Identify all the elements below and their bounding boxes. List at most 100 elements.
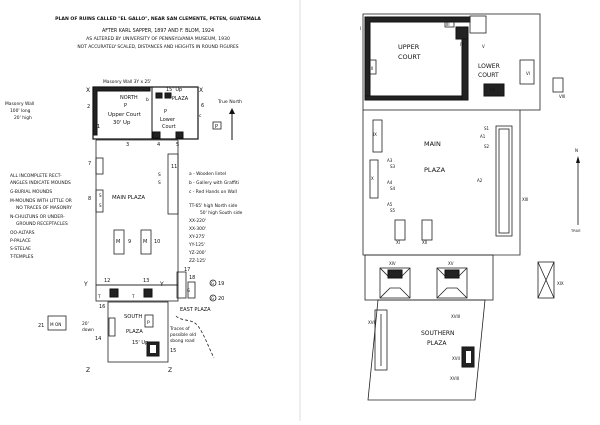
height-line: XY-275' [189, 234, 205, 240]
burial-mound-20 [209, 294, 217, 302]
burial-mark: G [187, 288, 190, 293]
legend-line: M-MOUNDS WITH LITTLE OR [10, 198, 72, 204]
structure-v [469, 15, 487, 34]
label-xix: XIX [557, 281, 564, 286]
label-ii: II [371, 66, 373, 71]
burial-mound-19 [209, 279, 217, 287]
north-complex-outline [362, 13, 541, 111]
mound-10 [140, 229, 152, 255]
label-14: 14 [95, 336, 101, 342]
label-5: 5 [176, 142, 179, 148]
burial-mark: G [211, 296, 214, 301]
label-13: 13 [143, 278, 149, 284]
legend-line: ALL INCOMPLETE RECT- [10, 173, 62, 179]
north-plaza-label: NORTH [120, 95, 138, 101]
label-xviii-2: XVIII [450, 376, 459, 381]
legend-line: ANGLES INDICATE MOUNDS [10, 180, 71, 186]
stela-mark: S [158, 172, 161, 178]
note-line: b - Gallery with Graffiti [189, 180, 239, 186]
label-vii: VII [490, 87, 495, 92]
label-7: 7 [88, 161, 91, 167]
left-title-2: AFTER KARL SAPPER, 1897 AND F. BLOM, 192… [102, 28, 214, 34]
label-10: 10 [154, 239, 160, 245]
note-line: c - Red Hands on Wall [189, 189, 237, 195]
left-title-1: PLAN OF RUINS CALLED "EL GALLO", NEAR SA… [55, 16, 261, 22]
label-21: 21 [38, 323, 44, 329]
main-plaza-label-2: PLAZA [424, 166, 446, 174]
structure-xvi [374, 309, 388, 371]
structure-p-outlier [212, 121, 222, 130]
structure-block [175, 131, 184, 139]
palace-mark: P [124, 103, 127, 109]
palace-mark: P [147, 320, 150, 326]
label-8: 8 [88, 196, 91, 202]
structure-block [155, 92, 163, 99]
true-north-label: True North [217, 99, 242, 105]
north-plaza-label-2: PLAZA [172, 96, 189, 102]
palace-mark: P [164, 109, 167, 115]
traces-label: Traces of [169, 326, 190, 332]
temple-12 [109, 288, 119, 298]
main-plaza-label: MAIN PLAZA [112, 195, 145, 201]
southern-plaza-label-2: PLAZA [427, 340, 447, 347]
label-2: 2 [87, 104, 90, 110]
label-3: 3 [126, 142, 129, 148]
label-a3: A3 [387, 158, 393, 163]
structure-x [369, 159, 379, 199]
label-xvi: XVI [368, 320, 375, 325]
label-v: V [482, 44, 485, 49]
south-plaza-label: SOUTH [124, 314, 142, 320]
label-9: 9 [128, 239, 131, 245]
note-b-mark: b [146, 97, 149, 103]
mound-11 [167, 153, 179, 215]
stela-mark: S [158, 180, 161, 186]
label-xviii: XVIII [451, 314, 460, 319]
traces-label-2: possible old [170, 332, 196, 338]
label-z: Z [86, 367, 90, 374]
temple-mark: T [97, 294, 101, 299]
old-road-trace [175, 315, 215, 359]
main-plaza-label: MAIN [424, 140, 441, 148]
label-xiv: XIV [389, 261, 396, 266]
structure-xix [537, 261, 555, 299]
label-xi: XI [396, 240, 400, 245]
mon-mark: M ON [50, 322, 61, 327]
upper-court-south-wall [364, 95, 463, 101]
lower-court-label-2: COURT [478, 72, 499, 79]
label-s3: S3 [390, 164, 396, 169]
structure-xi [394, 219, 406, 241]
left-plan: PLAN OF RUINS CALLED "EL GALLO", NEAR SA… [5, 16, 261, 374]
label-s4: S4 [390, 186, 396, 191]
masonry-wall-side-1: Masonry Wall [5, 101, 34, 107]
note-a-mark: a [148, 88, 151, 93]
label-1: 1 [97, 124, 100, 130]
height-line: YY-125' [188, 242, 205, 248]
north-arrow-head [229, 108, 235, 114]
label-ix: IX [373, 132, 377, 137]
label-16: 16 [99, 304, 105, 310]
upper-court-label-2: COURT [398, 53, 420, 61]
traces-label-3: sbong road [170, 338, 195, 344]
label-vi: VI [526, 71, 530, 76]
mound-7 [95, 157, 104, 175]
legend-line: S-STELAE [10, 246, 31, 252]
label-18: 18 [189, 275, 195, 281]
label-x: X [199, 87, 203, 94]
temple-mark: T [131, 294, 135, 299]
height-line: 50' high South side [200, 210, 243, 216]
height-line: TT-65' high North side [188, 203, 238, 209]
label-i: I [360, 26, 361, 31]
label-y: Y [83, 281, 88, 288]
label-s5: S5 [390, 208, 396, 213]
lower-court-label-2: Court [162, 124, 176, 130]
upper-court-height: 30' Up [113, 120, 131, 126]
temple-xiv [387, 269, 403, 279]
structure-iv [455, 26, 469, 40]
east-plaza-label: EAST PLAZA [180, 307, 211, 313]
structure-vi [519, 59, 535, 85]
label-xiii: XIII [522, 197, 528, 202]
temple-13 [143, 288, 153, 298]
mound-9 [113, 229, 125, 255]
notes: a - Wooden lintel b - Gallery with Graff… [188, 171, 243, 264]
